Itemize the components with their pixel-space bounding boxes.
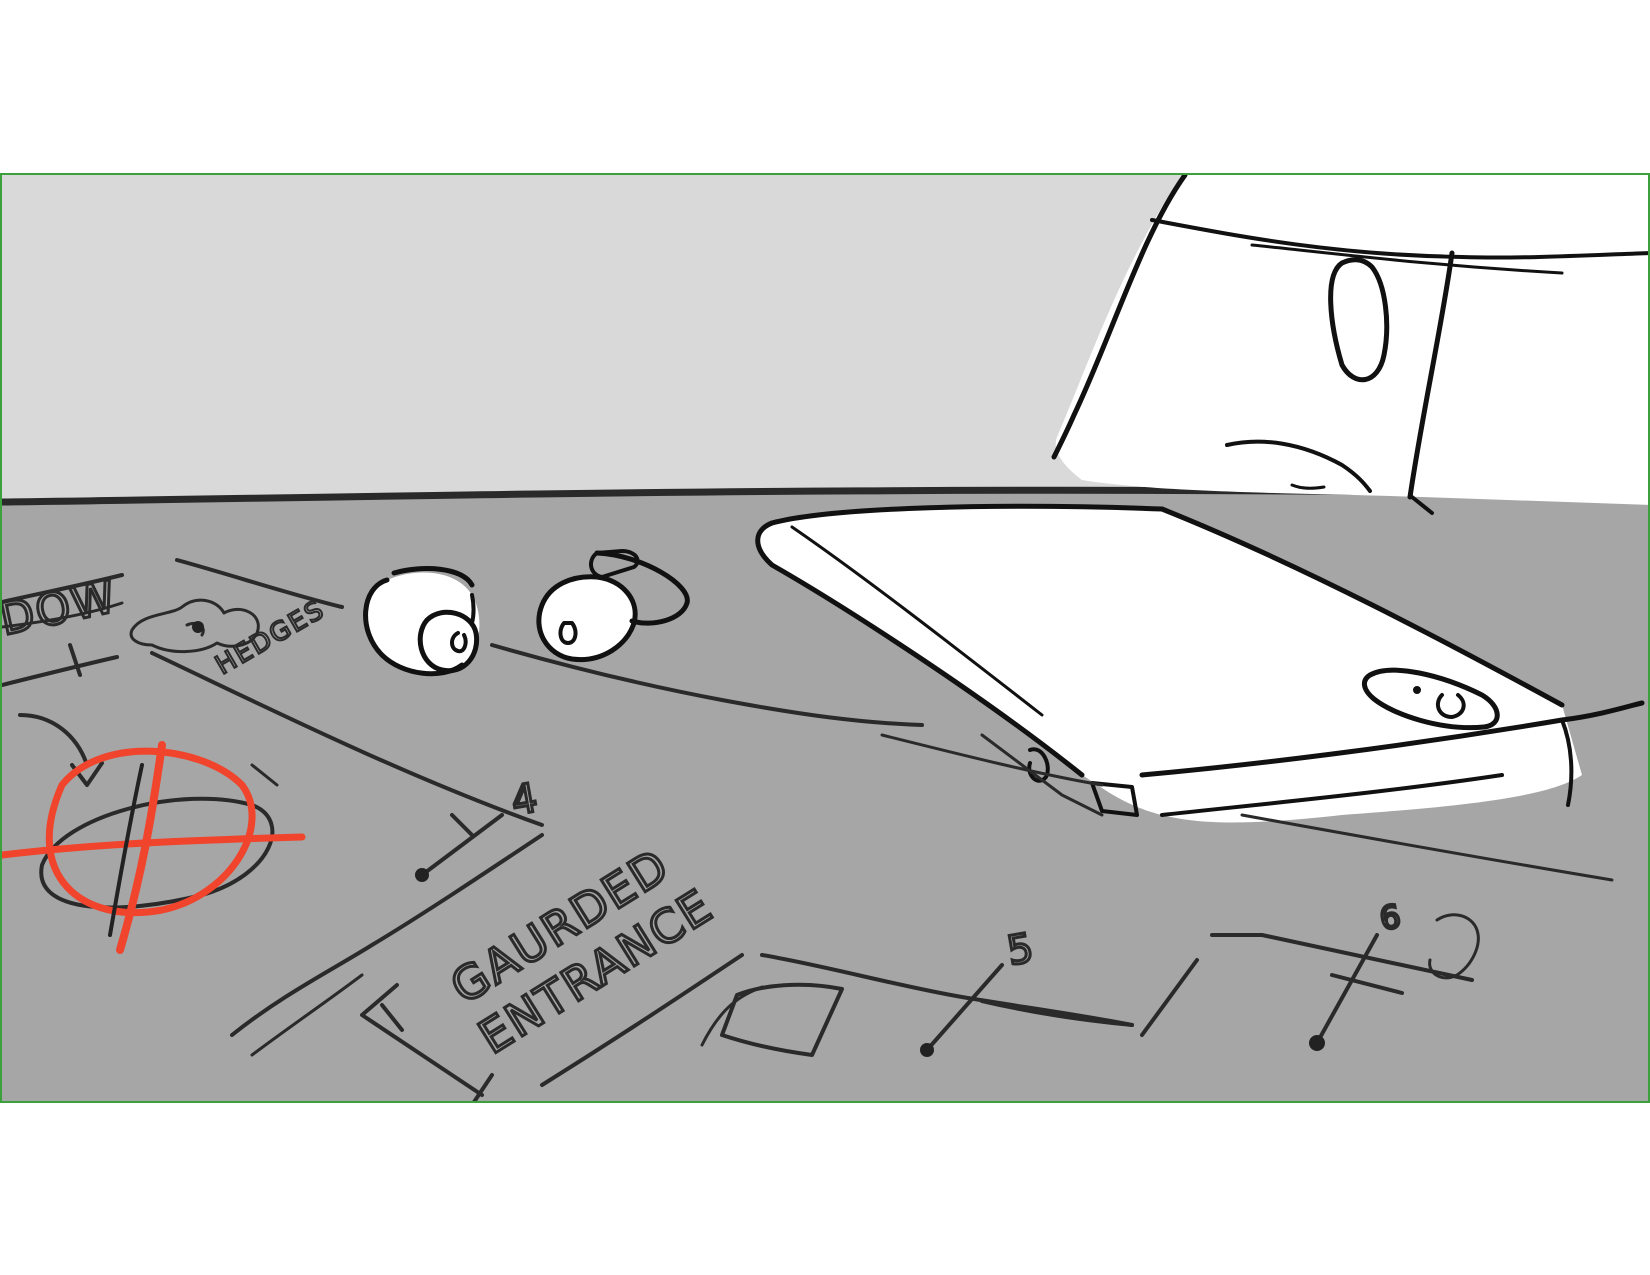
storyboard-panel: DOW HEDGES GAURDED ENTRANCE 4 5 6: [0, 173, 1650, 1103]
map-drawing: [2, 558, 1614, 1101]
person-torso: [1051, 175, 1648, 515]
phone-device: [755, 503, 1645, 823]
storyboard-scene: DOW HEDGES GAURDED ENTRANCE 4 5 6: [2, 175, 1648, 1101]
red-target-mark: [2, 741, 306, 954]
earbud-right: [536, 549, 690, 663]
earbud-left: [363, 566, 480, 677]
